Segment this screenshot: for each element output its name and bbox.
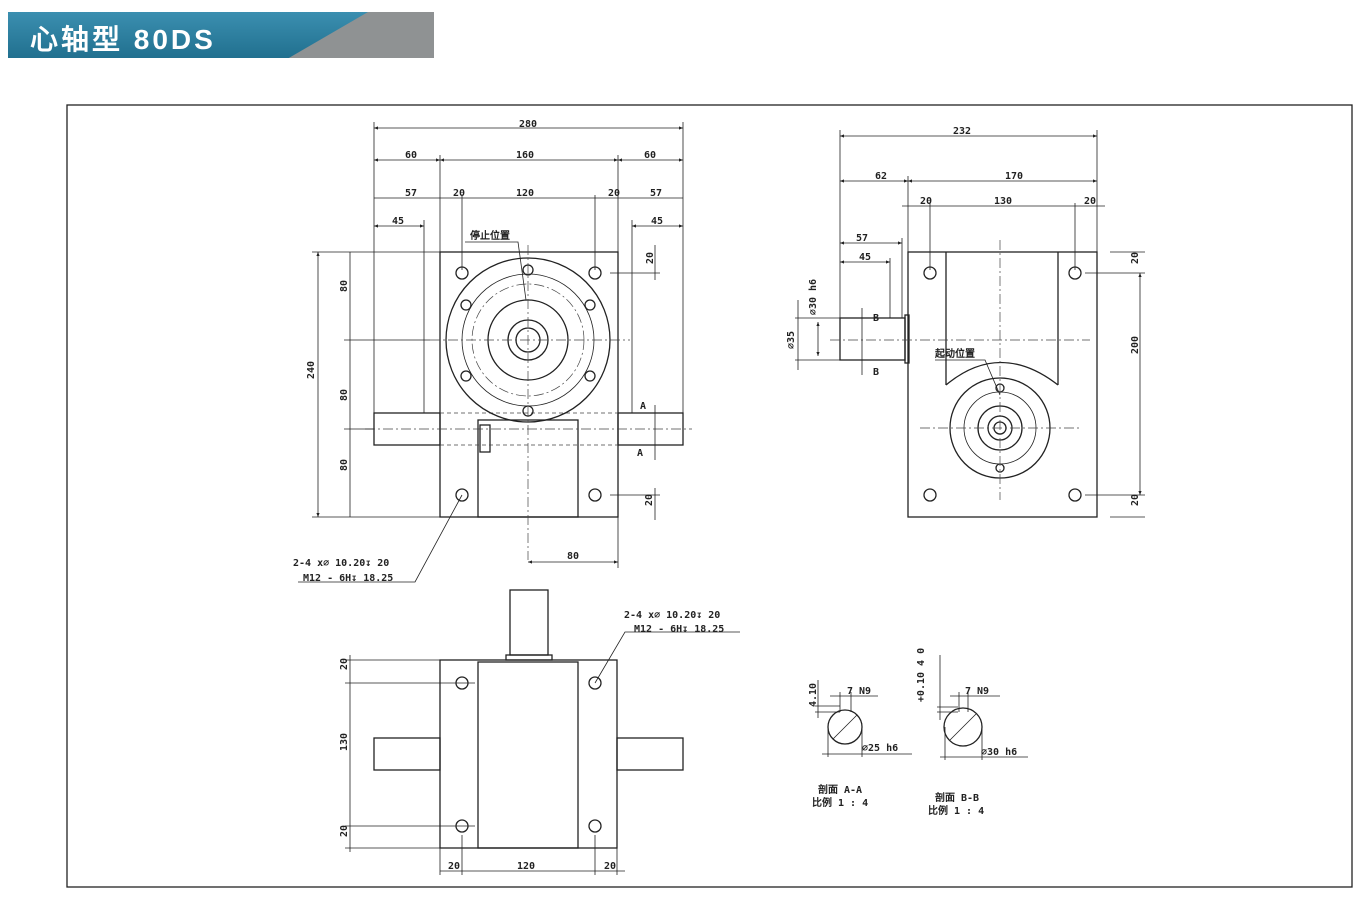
- dim-h130: 130: [339, 733, 350, 751]
- dim-r57: 57: [650, 188, 662, 199]
- page-title: 心轴型 80DS: [30, 24, 216, 55]
- section-a-a: 4.10 7 N9 ∅25 h6 剖面 A-A 比例 1 : 4: [808, 680, 912, 809]
- dim-c120: 120: [516, 188, 534, 199]
- stop-position-label: 停止位置: [470, 229, 510, 242]
- dim-d62: 62: [875, 171, 887, 182]
- dim-b20: 20: [644, 494, 655, 506]
- section-a-key: 7 N9: [847, 686, 871, 697]
- dim-h80b: 80: [339, 389, 350, 401]
- section-a-scale: 比例 1 : 4: [812, 796, 868, 809]
- start-position-label: 起动位置: [934, 347, 975, 360]
- section-b-scale: 比例 1 : 4: [928, 804, 984, 817]
- section-b-name: 剖面 B-B: [935, 791, 979, 804]
- dim-side-b20: 20: [1130, 494, 1141, 506]
- dim-t20: 20: [645, 252, 656, 264]
- bottom-view: 20 130 20 20 120 20 2-4 x∅ 10.20↧ 20 M12…: [339, 589, 740, 875]
- bottom-hole-note-1: 2-4 x∅ 10.20↧ 20: [624, 610, 720, 621]
- dim-l20: 20: [453, 188, 465, 199]
- dim-w20a: 20: [448, 861, 460, 872]
- dim-right: 60: [644, 150, 656, 161]
- hole-note-2: M12 - 6H↧ 18.25: [303, 573, 393, 584]
- dim-h240: 240: [306, 361, 317, 379]
- title-banner: 心轴型 80DS: [8, 12, 434, 58]
- section-b-dia: ∅30 h6: [981, 747, 1017, 758]
- dim-w120: 120: [517, 861, 535, 872]
- dim-d20a: 20: [920, 196, 932, 207]
- section-mark-b-bottom: B: [873, 367, 879, 378]
- dim-h80c: 80: [339, 459, 350, 471]
- dim-side-t20: 20: [1130, 252, 1141, 264]
- dim-dia30: ∅30 h6: [808, 279, 819, 315]
- dim-bottom-b20: 20: [339, 825, 350, 837]
- front-view: 280 60 160 60 57 20 120 20 57 45 45 停止位置…: [293, 119, 692, 584]
- section-mark-a-bottom: A: [637, 448, 643, 459]
- dim-d57: 57: [856, 233, 868, 244]
- dim-h80a: 80: [339, 280, 350, 292]
- dim-r45: 45: [651, 216, 663, 227]
- dim-d20b: 20: [1084, 196, 1096, 207]
- dim-l45: 45: [392, 216, 404, 227]
- dim-overall-width: 280: [519, 119, 537, 130]
- dim-d170: 170: [1005, 171, 1023, 182]
- section-mark-a-top: A: [640, 401, 646, 412]
- dim-dia35: ∅35: [786, 331, 797, 349]
- dim-d45: 45: [859, 252, 871, 263]
- dim-left: 60: [405, 150, 417, 161]
- section-mark-b-top: B: [873, 313, 879, 324]
- section-a-dia: ∅25 h6: [862, 743, 898, 754]
- hole-note-1: 2-4 x∅ 10.20↧ 20: [293, 558, 389, 569]
- dim-mid: 160: [516, 150, 534, 161]
- dim-l57: 57: [405, 188, 417, 199]
- dim-r20: 20: [608, 188, 620, 199]
- drawing-frame: [66, 104, 1353, 888]
- dim-h200: 200: [1130, 336, 1141, 354]
- section-b-key: 7 N9: [965, 686, 989, 697]
- dim-b80: 80: [567, 551, 579, 562]
- section-b-depth: +0.10 4 0: [916, 648, 927, 702]
- section-b-b: +0.10 4 0 7 N9 ∅30 h6 剖面 B-B 比例 1 : 4: [916, 648, 1028, 817]
- dim-bottom-t20: 20: [339, 658, 350, 670]
- section-a-depth: 4.10: [808, 683, 819, 707]
- dim-w20b: 20: [604, 861, 616, 872]
- bottom-hole-note-2: M12 - 6H↧ 18.25: [634, 624, 724, 635]
- section-a-name: 剖面 A-A: [818, 783, 862, 796]
- side-view: 232 62 170 20 130 20 57 45 ∅30 h6 ∅35 20…: [786, 126, 1145, 518]
- dim-side-overall: 232: [953, 126, 971, 137]
- dim-d130: 130: [994, 196, 1012, 207]
